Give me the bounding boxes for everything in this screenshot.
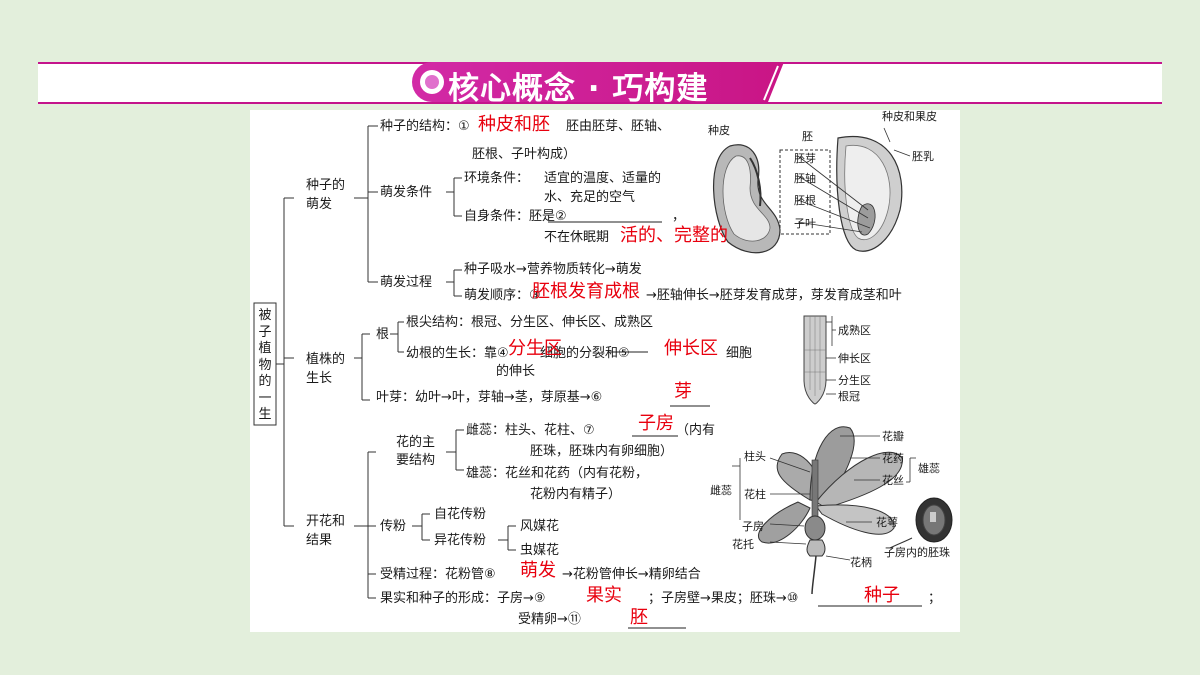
header-bottom-line xyxy=(38,102,1162,104)
cross-pollination: 异花传粉 xyxy=(434,533,487,548)
root-tip-structure: 根尖结构：根冠、分生区、伸长区、成熟区 xyxy=(406,315,654,330)
self-conditions-label: 自身条件：胚是② xyxy=(464,209,567,224)
flower-label-receptacle: 花托 xyxy=(732,537,754,551)
answer-11: 胚 xyxy=(630,607,648,628)
self-conditions-text2: 不在休眠期 xyxy=(544,230,610,245)
pistil-line1-pre: 雌蕊：柱头、花柱、⑦ xyxy=(466,423,595,438)
wind-pollinated-flower: 风媒花 xyxy=(520,519,560,534)
answer-8: 萌发 xyxy=(520,560,556,581)
zygote-text: 受精卵→⑪ xyxy=(518,612,581,627)
banner-dot-icon xyxy=(420,70,444,94)
young-root-growth-mid: 细胞的分裂和⑤ xyxy=(540,346,630,361)
seed-label-coat-and-pericarp: 种皮和果皮 xyxy=(882,110,937,123)
seed-label-endosperm: 胚乳 xyxy=(912,150,934,163)
flower-label-stamen: 雄蕊 xyxy=(918,461,940,475)
self-pollination: 自花传粉 xyxy=(434,507,487,522)
germination-process-line1: 种子吸水→营养物质转化→萌发 xyxy=(464,262,642,277)
environment-conditions-text1: 适宜的温度、适量的 xyxy=(544,171,662,186)
germination-process-label: 萌发过程 xyxy=(380,275,433,290)
stamen-line2: 花粉内有精子） xyxy=(530,487,622,502)
pollination-label: 传粉 xyxy=(380,519,407,534)
concept-map-panel: 种皮 胚 胚芽 胚轴 胚根 子叶 种皮和果皮 胚乳 xyxy=(250,110,960,632)
flower-title: 开花和结果 xyxy=(306,514,346,548)
seed-label-hypocotyl: 胚轴 xyxy=(794,171,816,185)
root-title: 被子植物的一生 xyxy=(258,308,272,422)
flower-label-style: 花柱 xyxy=(744,487,766,501)
root-label-maturation: 成熟区 xyxy=(838,323,871,337)
concept-map-lines: 种皮 胚 胚芽 胚轴 胚根 子叶 种皮和果皮 胚乳 xyxy=(253,110,953,629)
page-title: 核心概念 · 巧构建 xyxy=(448,71,709,107)
fertilization-post: →花粉管伸长→精卵结合 xyxy=(562,567,701,582)
flower-label-ovary: 子房 xyxy=(742,520,764,533)
environment-conditions-label: 环境条件： xyxy=(464,171,530,186)
leaf-bud-text: 叶芽：幼叶→叶，芽轴→茎，芽原基→⑥ xyxy=(376,390,603,405)
flower-label-ovule: 子房内的胚珠 xyxy=(884,545,950,559)
insect-pollinated-flower: 虫媒花 xyxy=(520,543,560,558)
root-label-rootcap: 根冠 xyxy=(838,389,860,403)
answer-1: 种皮和胚 xyxy=(478,114,550,135)
fruit-formation-mid: ；子房壁→果皮；胚珠→⑩ xyxy=(648,591,799,606)
flower-label-anther: 花药 xyxy=(882,452,904,465)
title-banner: 核心概念 · 巧构建 xyxy=(412,62,784,107)
young-root-growth-line2: 的伸长 xyxy=(496,364,536,379)
root-label-meristem: 分生区 xyxy=(838,373,871,387)
root-label-elongation: 伸长区 xyxy=(838,352,871,365)
flower-label-stigma: 柱头 xyxy=(744,449,766,463)
flower-label-pistil: 雌蕊 xyxy=(710,483,732,497)
pistil-line1-post: （内有 xyxy=(676,423,716,438)
plant-title: 植株的生长 xyxy=(306,352,346,386)
young-root-growth-post: 细胞 xyxy=(726,346,753,361)
seed-label-seedcoat: 种皮 xyxy=(708,123,730,137)
answer-6: 芽 xyxy=(674,381,692,402)
main-structure-label: 花的主要结构 xyxy=(396,435,436,468)
answer-3: 胚根发育成根 xyxy=(532,281,640,302)
flower-label-petal: 花瓣 xyxy=(882,429,904,443)
answer-9: 果实 xyxy=(586,585,622,606)
self-conditions-comma: ， xyxy=(672,209,686,224)
answer-4: 分生区 xyxy=(508,338,562,359)
germination-process-line2-post: →胚轴伸长→胚芽发育成芽，芽发育成茎和叶 xyxy=(646,288,902,303)
banner-shape xyxy=(412,62,784,102)
seed-structure-label: 种子的结构：① xyxy=(380,119,470,134)
seed-structure-cont2: 胚根、子叶构成） xyxy=(472,147,577,162)
seed-diagram: 种皮 胚 胚芽 胚轴 胚根 子叶 种皮和果皮 胚乳 xyxy=(708,110,937,254)
seed-structure-cont1: 胚由胚芽、胚轴、 xyxy=(566,119,671,134)
young-root-growth-pre: 幼根的生长：靠④ xyxy=(406,346,509,361)
flower-label-sepal: 花萼 xyxy=(876,516,898,529)
root-label: 根 xyxy=(376,327,390,342)
environment-conditions-text2: 水、充足的空气 xyxy=(544,190,636,205)
fertilization-pre: 受精过程：花粉管⑧ xyxy=(380,567,496,582)
root-tip-diagram: 成熟区 伸长区 分生区 根冠 xyxy=(803,315,871,405)
answer-10: 种子 xyxy=(864,585,900,606)
seed-label-embryo: 胚 xyxy=(802,130,813,143)
germination-conditions-label: 萌发条件 xyxy=(380,185,433,200)
fruit-formation-pre: 果实和种子的形成：子房→⑨ xyxy=(380,591,546,606)
flower-label-filament: 花丝 xyxy=(882,474,904,487)
stamen-line1: 雄蕊：花丝和花药（内有花粉， xyxy=(466,466,649,481)
answer-7: 子房 xyxy=(638,413,674,434)
flower-label-pedicel: 花柄 xyxy=(850,556,872,569)
flower-diagram: 花瓣 柱头 花药 花丝 雄蕊 雌蕊 花柱 子房 花托 花萼 花柄 子房内的胚珠 xyxy=(710,426,953,595)
answer-2: 活的、完整的 xyxy=(620,225,728,246)
seed-label-radicle: 胚根 xyxy=(794,193,816,207)
answer-5: 伸长区 xyxy=(664,338,718,359)
seed-label-plumule: 胚芽 xyxy=(794,151,816,165)
germination-process-line2-pre: 萌发顺序：③ xyxy=(464,288,541,303)
seed-title: 种子的萌发 xyxy=(306,178,346,212)
seed-label-cotyledon: 子叶 xyxy=(794,217,816,230)
pistil-line2: 胚珠，胚珠内有卵细胞） xyxy=(530,444,674,459)
fruit-formation-end: ； xyxy=(928,591,942,606)
